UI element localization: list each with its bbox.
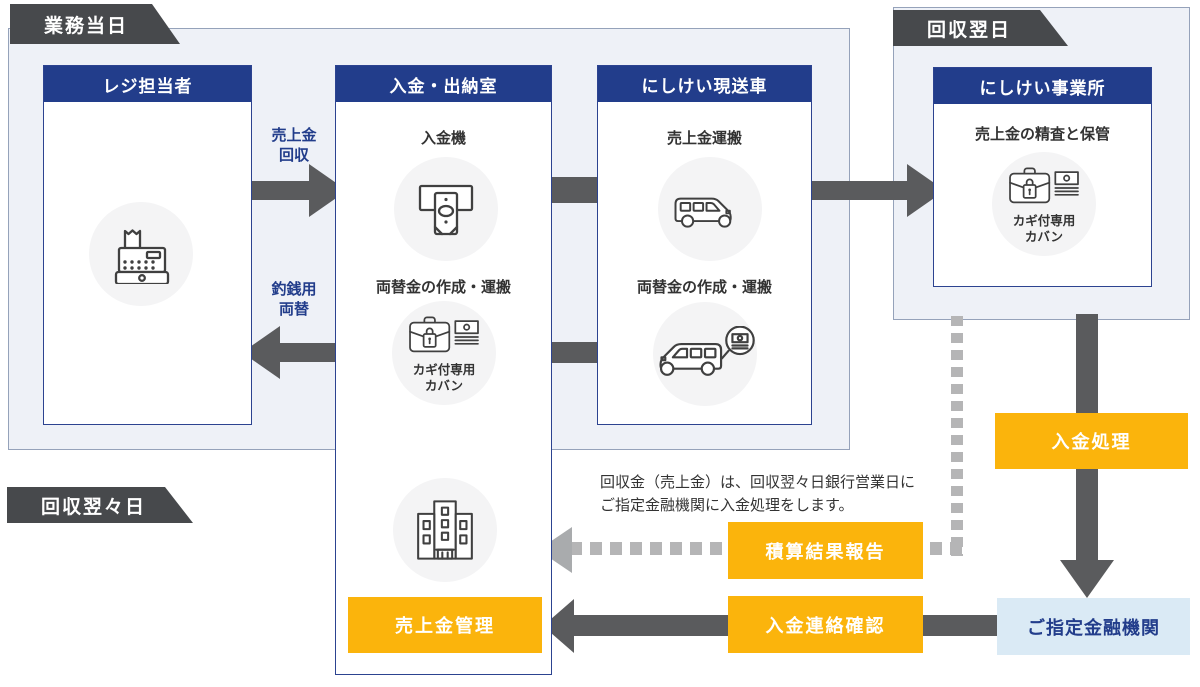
sales-collect-label: 売上金 回収 [271, 127, 317, 165]
van-change-circle [653, 302, 757, 406]
cashier-node-title: レジ担当者 [44, 66, 251, 102]
designated-bank-box: ご指定金融機関 [997, 598, 1190, 655]
van-icon [674, 197, 732, 228]
locked-bag-circle-deposit: カギ付専用 カバン [392, 301, 496, 405]
deposit-machine-label: 入金機 [420, 130, 466, 147]
deposit-note: 回収金（売上金）は、回収翌々日銀行営業日に ご指定金融機関に入金処理をします。 [600, 474, 916, 515]
van-banknote-icon [659, 325, 755, 376]
van-circle [658, 157, 762, 261]
connector-deposit-to-van-bottom [552, 342, 597, 363]
change-return-label: 釣銭用 両替 [271, 281, 317, 319]
phase-business-day: 業務当日 [10, 4, 180, 44]
deposit-change-label: 両替金の作成・運搬 [375, 279, 511, 296]
report-dashed-vertical [951, 316, 963, 556]
sales-carry-label: 売上金運搬 [666, 130, 742, 147]
van-change-label: 両替金の作成・運搬 [636, 279, 772, 296]
cash-van-node-title: にしけい現送車 [598, 66, 811, 102]
deposit-process-arrowhead [1060, 560, 1114, 598]
report-box: 積算結果報告 [728, 522, 923, 579]
office-task-label: 売上金の精査と保管 [974, 126, 1110, 143]
phase-two-days-later: 回収翌々日 [7, 487, 193, 523]
headquarters-circle [393, 478, 497, 582]
van-to-office-arrow [812, 164, 945, 217]
deposit-machine-circle [394, 157, 498, 261]
connector-deposit-to-van-top [552, 177, 597, 203]
locked-briefcase-icon [409, 316, 479, 352]
locked-bag-caption: カギ付専用 カバン [412, 362, 476, 393]
building-icon [417, 500, 473, 560]
deposit-room-node-title: 入金・出納室 [336, 66, 551, 102]
office-node-title: にしけい事業所 [934, 68, 1151, 104]
locked-briefcase-icon [1009, 167, 1079, 203]
locked-bag-caption: カギ付専用 カバン [1012, 213, 1076, 244]
sales-manage-box: 売上金管理 [348, 597, 542, 653]
confirm-box: 入金連絡確認 [728, 596, 923, 653]
phase-next-day: 回収翌日 [893, 10, 1068, 46]
locked-bag-circle-office: カギ付専用 カバン [992, 152, 1096, 256]
cash-register-icon [114, 229, 170, 284]
cash-register-circle [89, 202, 193, 306]
change-return-arrow [242, 326, 337, 379]
deposit-machine-icon [418, 184, 474, 236]
sales-collect-arrow [252, 164, 347, 217]
deposit-process-box: 入金処理 [995, 413, 1188, 469]
